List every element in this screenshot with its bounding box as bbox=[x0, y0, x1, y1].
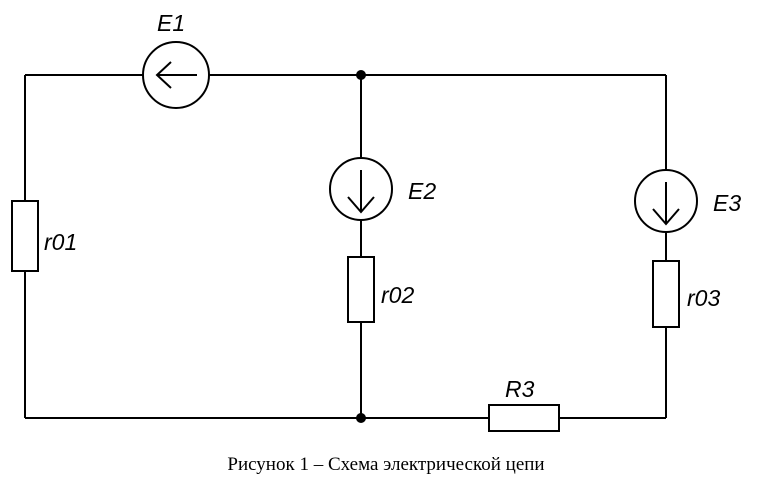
label-r03: r03 bbox=[687, 285, 720, 311]
label-r01: r01 bbox=[44, 229, 77, 255]
label-e2: E2 bbox=[408, 178, 436, 204]
resistor-r03 bbox=[652, 260, 680, 328]
resistor-r3 bbox=[488, 404, 560, 432]
wires bbox=[24, 74, 667, 419]
label-e1: E1 bbox=[157, 10, 185, 36]
source-e3-arrow-head bbox=[652, 208, 680, 226]
source-e2-arrow-head bbox=[347, 196, 375, 214]
source-e3 bbox=[634, 169, 698, 233]
figure-caption: Рисунок 1 – Схема электрической цепи bbox=[227, 454, 545, 475]
resistor-r02 bbox=[347, 256, 375, 323]
resistor-r01 bbox=[11, 200, 39, 272]
source-e1 bbox=[142, 41, 210, 109]
label-e3: E3 bbox=[713, 190, 741, 216]
label-r3: R3 bbox=[505, 376, 535, 402]
label-r02: r02 bbox=[381, 282, 414, 308]
source-e2 bbox=[329, 157, 393, 221]
source-e1-arrow-head bbox=[155, 61, 172, 89]
node-top bbox=[356, 70, 366, 80]
node-bottom bbox=[356, 413, 366, 423]
